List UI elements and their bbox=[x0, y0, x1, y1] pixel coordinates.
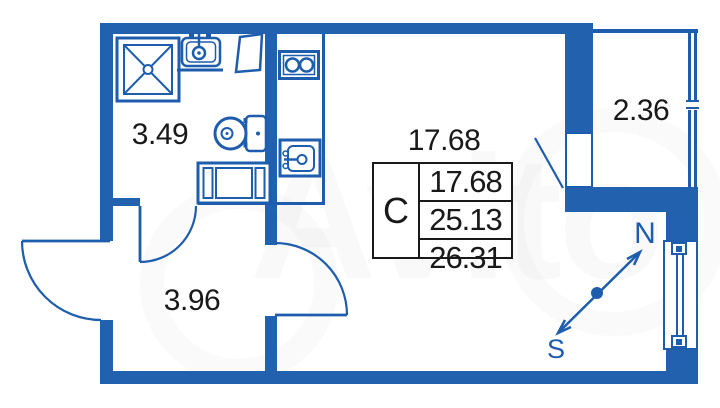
wall-left-upper bbox=[100, 23, 113, 241]
wall-bathroom-stub bbox=[113, 198, 140, 206]
balcony-door-frame bbox=[565, 132, 593, 188]
area-summary-table: С 17.68 25.13 26.31 bbox=[372, 162, 513, 275]
balcony-door-swing bbox=[534, 137, 564, 189]
main-window-glass-line bbox=[682, 252, 684, 338]
compass-arrow bbox=[555, 249, 643, 336]
stove bbox=[278, 50, 320, 80]
wall-bottom bbox=[100, 371, 698, 384]
mainroom-door bbox=[274, 241, 349, 317]
shower bbox=[115, 36, 181, 103]
main-window-cap-top-dot bbox=[676, 246, 682, 252]
door-leaf bbox=[234, 32, 264, 74]
wall-under-balcony bbox=[565, 187, 698, 212]
entrance-door bbox=[20, 239, 110, 322]
apartment-type-cell: С bbox=[374, 164, 420, 257]
balcony-window-sill-tick bbox=[686, 100, 699, 102]
wall-hallway-divider bbox=[265, 316, 277, 371]
wall-balcony-divider bbox=[565, 34, 593, 132]
main-room-area-label: 17.68 bbox=[407, 124, 481, 157]
wall-left-lower bbox=[100, 320, 113, 384]
kitchen-counter-edge-right bbox=[322, 34, 325, 204]
total-area-value: 26.31 bbox=[420, 238, 511, 276]
main-window-cap-bottom-dot bbox=[676, 339, 682, 345]
apartment-area-value: 25.13 bbox=[420, 200, 511, 238]
living-area-value: 17.68 bbox=[429, 164, 503, 199]
wall-top bbox=[100, 23, 593, 34]
compass-north-label: N bbox=[634, 217, 656, 250]
balcony-window-sill-gap bbox=[685, 100, 700, 110]
main-window-glass-line bbox=[676, 252, 678, 338]
main-window bbox=[663, 240, 698, 350]
hallway-area-label: 3.96 bbox=[163, 284, 221, 317]
compass-south-label: S bbox=[546, 334, 565, 364]
bathroom-door bbox=[138, 205, 198, 264]
balcony-wall-top bbox=[593, 29, 698, 33]
balcony-window-sill-tick bbox=[686, 107, 699, 109]
toilet bbox=[213, 114, 268, 153]
bathroom-sink bbox=[177, 33, 223, 72]
washing-machine bbox=[196, 161, 272, 205]
bathroom-area-label: 3.49 bbox=[131, 118, 189, 151]
kitchen-sink bbox=[278, 138, 322, 178]
balcony-area-label: 2.36 bbox=[612, 94, 670, 127]
